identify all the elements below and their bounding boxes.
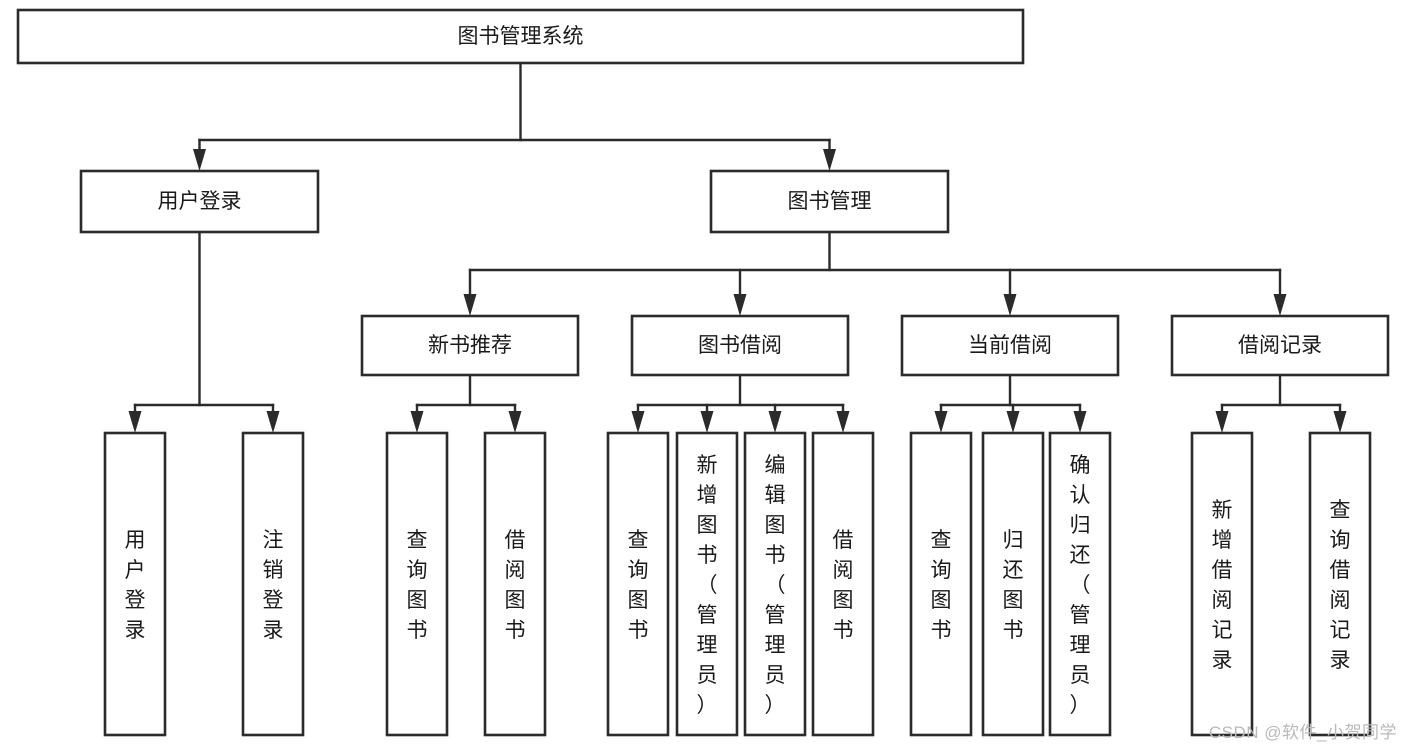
node-box-c_query[interactable] — [909, 431, 973, 737]
node-label-new_books: 新书推荐 — [428, 334, 512, 357]
arrow-head-icon — [266, 411, 280, 433]
node-label-r_query: 查询借阅记录 — [1330, 499, 1351, 672]
arrow-head-icon — [128, 411, 142, 433]
arrow-head-icon — [934, 411, 948, 433]
arrow-head-icon — [700, 411, 714, 433]
node-b_add[interactable]: 新增图书（管理员） — [675, 431, 739, 737]
edge-group-book_mgmt — [463, 230, 1287, 316]
node-records[interactable]: 借阅记录 — [1170, 314, 1390, 377]
node-label-book_mgmt: 图书管理 — [788, 190, 872, 213]
node-label-n_query: 查询图书 — [407, 529, 428, 642]
arrow-head-icon — [1333, 411, 1347, 433]
edge-group-current — [934, 373, 1087, 433]
edge-group-records — [1215, 373, 1347, 433]
node-n_borrow[interactable]: 借阅图书 — [483, 431, 547, 737]
arrow-head-icon — [1215, 411, 1229, 433]
node-box-new_books[interactable] — [360, 314, 580, 377]
arrow-head-icon — [733, 294, 747, 316]
node-box-borrow[interactable] — [630, 314, 850, 377]
node-r_add[interactable]: 新增借阅记录 — [1190, 431, 1254, 737]
arrow-head-icon — [193, 149, 206, 171]
node-box-b_add[interactable] — [675, 431, 739, 737]
node-label-b_add: 新增图书（管理员） — [697, 454, 718, 717]
node-b_query[interactable]: 查询图书 — [606, 431, 670, 737]
arrow-head-icon — [631, 411, 645, 433]
arrow-head-icon — [508, 411, 522, 433]
node-label-b_edit: 编辑图书（管理员） — [765, 454, 786, 717]
node-label-l_logout: 注销登录 — [263, 529, 284, 642]
arrow-head-icon — [1006, 411, 1020, 433]
node-l_login[interactable]: 用户登录 — [103, 431, 167, 737]
node-c_query[interactable]: 查询图书 — [909, 431, 973, 737]
node-b_lend[interactable]: 借阅图书 — [811, 431, 875, 737]
node-label-r_add: 新增借阅记录 — [1212, 499, 1233, 672]
node-layer: 图书管理系统用户登录图书管理新书推荐图书借阅当前借阅借阅记录用户登录注销登录查询… — [16, 8, 1390, 737]
watermark-text: CSDN @软件_小贺同学 — [1208, 723, 1397, 742]
edge-group-user_login — [128, 230, 280, 433]
node-box-r_query[interactable] — [1308, 431, 1372, 737]
node-label-n_borrow: 借阅图书 — [505, 529, 526, 642]
arrow-head-icon — [768, 411, 782, 433]
node-label-records: 借阅记录 — [1238, 334, 1322, 357]
node-label-root: 图书管理系统 — [458, 25, 584, 48]
node-box-current[interactable] — [900, 314, 1120, 377]
node-user_login[interactable]: 用户登录 — [79, 169, 320, 234]
node-book_mgmt[interactable]: 图书管理 — [709, 169, 950, 234]
edge-group-new_books — [410, 373, 522, 433]
arrow-head-icon — [836, 411, 850, 433]
arrow-head-icon — [1003, 294, 1017, 316]
node-borrow[interactable]: 图书借阅 — [630, 314, 850, 377]
arrow-head-icon — [1073, 411, 1087, 433]
node-c_return[interactable]: 归还图书 — [981, 431, 1045, 737]
arrow-head-icon — [463, 294, 477, 316]
node-root[interactable]: 图书管理系统 — [16, 8, 1025, 65]
node-label-l_login: 用户登录 — [125, 529, 146, 642]
node-box-b_lend[interactable] — [811, 431, 875, 737]
node-current[interactable]: 当前借阅 — [900, 314, 1120, 377]
node-label-c_return: 归还图书 — [1003, 529, 1024, 642]
arrow-head-icon — [823, 149, 836, 171]
arrow-head-icon — [410, 411, 424, 433]
arrow-head-icon — [1273, 294, 1287, 316]
node-box-root[interactable] — [16, 8, 1025, 65]
node-label-b_lend: 借阅图书 — [833, 529, 854, 642]
node-b_edit[interactable]: 编辑图书（管理员） — [743, 431, 807, 737]
node-label-borrow: 图书借阅 — [698, 334, 782, 357]
node-box-b_query[interactable] — [606, 431, 670, 737]
node-box-n_borrow[interactable] — [483, 431, 547, 737]
node-label-current: 当前借阅 — [968, 334, 1052, 357]
node-box-n_query[interactable] — [385, 431, 449, 737]
node-label-c_query: 查询图书 — [931, 529, 952, 642]
node-c_confirm[interactable]: 确认归还（管理员） — [1048, 431, 1112, 737]
node-box-l_logout[interactable] — [241, 431, 305, 737]
node-r_query[interactable]: 查询借阅记录 — [1308, 431, 1372, 737]
node-label-user_login: 用户登录 — [158, 190, 242, 213]
node-box-book_mgmt[interactable] — [709, 169, 950, 234]
node-new_books[interactable]: 新书推荐 — [360, 314, 580, 377]
node-box-c_confirm[interactable] — [1048, 431, 1112, 737]
node-l_logout[interactable]: 注销登录 — [241, 431, 305, 737]
node-box-l_login[interactable] — [103, 431, 167, 737]
edge-group-root — [193, 61, 836, 171]
node-box-c_return[interactable] — [981, 431, 1045, 737]
node-box-b_edit[interactable] — [743, 431, 807, 737]
node-label-c_confirm: 确认归还（管理员） — [1070, 454, 1091, 717]
node-box-r_add[interactable] — [1190, 431, 1254, 737]
connector-layer — [128, 61, 1347, 433]
node-label-b_query: 查询图书 — [628, 529, 649, 642]
node-box-records[interactable] — [1170, 314, 1390, 377]
node-n_query[interactable]: 查询图书 — [385, 431, 449, 737]
edge-group-borrow — [631, 373, 850, 433]
node-box-user_login[interactable] — [79, 169, 320, 234]
